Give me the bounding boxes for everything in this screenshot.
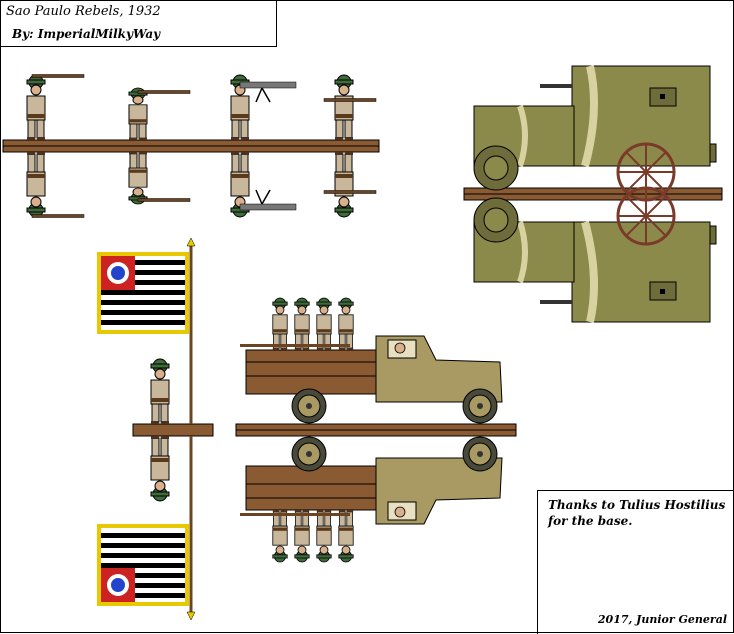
troop-truck (235, 297, 517, 563)
copyright-text: 2017, Junior General (597, 613, 727, 626)
soldier-advancing (323, 74, 377, 141)
sao-paulo-flag-reverse (97, 524, 189, 606)
flag-bearer-base (132, 423, 214, 437)
armored-car-rear-view (473, 186, 717, 323)
truck-reverse-view (240, 436, 503, 563)
flag-bearer-soldier-reverse (150, 435, 170, 502)
armored-car (463, 65, 723, 323)
soldier-kneeling (128, 87, 191, 141)
credit-box: Thanks to Tulius Hostilius for the base.… (537, 490, 734, 634)
flag-bearer-soldier (150, 358, 170, 425)
sheet-title: Sao Paulo Rebels, 1932 (6, 4, 161, 19)
flag-bearer (97, 237, 214, 621)
sao-paulo-flag (97, 252, 189, 334)
armored-car-front-view (473, 65, 717, 202)
credit-text: Thanks to Tulius Hostilius for the base. (548, 498, 726, 528)
title-box: Sao Paulo Rebels, 1932 By: ImperialMilky… (0, 0, 277, 47)
soldier-advancing-reverse (323, 151, 377, 218)
soldier-machine-gunner (230, 74, 297, 141)
sheet-author: By: ImperialMilkyWay (12, 27, 161, 41)
soldier-firing (26, 74, 85, 141)
truck-side-view (240, 297, 503, 424)
soldier-firing-reverse (26, 151, 85, 218)
soldier-kneeling-reverse (128, 151, 191, 205)
infantry-row-top (2, 74, 380, 218)
soldier-machine-gunner-reverse (230, 151, 297, 218)
